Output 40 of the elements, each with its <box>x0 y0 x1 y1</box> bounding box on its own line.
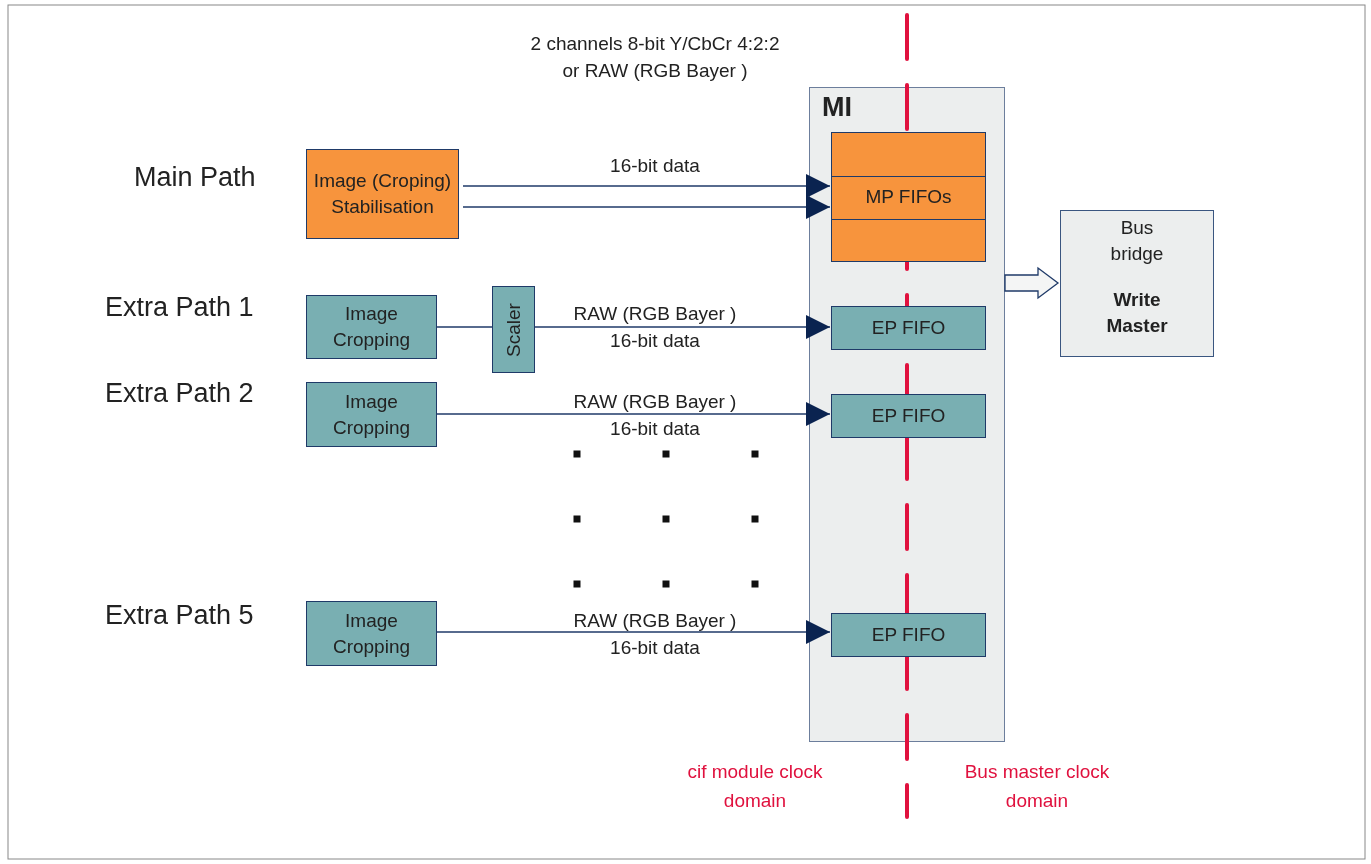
arrow <box>436 620 831 644</box>
box-label: EP FIFO <box>871 623 946 647</box>
module-panel <box>809 87 1005 742</box>
arrow <box>462 174 831 198</box>
arrow <box>534 315 831 339</box>
arrow <box>462 195 831 219</box>
bridge-box <box>1060 210 1214 357</box>
box-label: EP FIFO <box>871 404 946 428</box>
signal-format-note: 2 channels 8-bit Y/CbCr 4:2:2 or RAW (RGB Bayer ) <box>529 32 781 83</box>
box-label: Image Cropping <box>331 389 412 440</box>
box-label: Image (Croping) Stabilisation <box>312 169 453 219</box>
path-label: Main Path <box>134 162 256 193</box>
path-label: Extra Path 5 <box>105 600 254 631</box>
arrow <box>436 402 831 426</box>
scaler-box <box>492 286 535 373</box>
edge-label: RAW (RGB Bayer ) 16-bit data <box>572 390 738 441</box>
box-label: MP FIFOs <box>865 185 952 209</box>
process-box <box>306 149 459 239</box>
box-label: Image Cropping <box>331 608 412 659</box>
box-label: Image Cropping <box>331 302 412 352</box>
edge-label: 16-bit data <box>609 154 701 178</box>
clock-domain-label: cif module clock domain <box>686 760 824 813</box>
process-box <box>306 382 437 447</box>
box-label: Scaler <box>501 302 525 357</box>
fifo-box <box>831 613 986 657</box>
arrow <box>1004 266 1060 300</box>
path-label: Extra Path 2 <box>105 378 254 409</box>
edge-label: RAW (RGB Bayer ) 16-bit data <box>572 302 738 353</box>
fifo-box <box>831 132 986 262</box>
clock-domain-label: Bus master clock domain <box>963 760 1111 813</box>
fifo-box <box>831 394 986 438</box>
process-box <box>306 601 437 666</box>
process-box <box>306 295 437 359</box>
box-label: Write Master <box>1105 288 1169 338</box>
path-label: Extra Path 1 <box>105 292 254 323</box>
edge-label: RAW (RGB Bayer ) 16-bit data <box>572 609 738 660</box>
fifo-box <box>831 306 986 350</box>
box-label: Bus bridge <box>1109 216 1165 266</box>
module-title: MI <box>822 92 852 122</box>
box-label: EP FIFO <box>871 316 946 340</box>
